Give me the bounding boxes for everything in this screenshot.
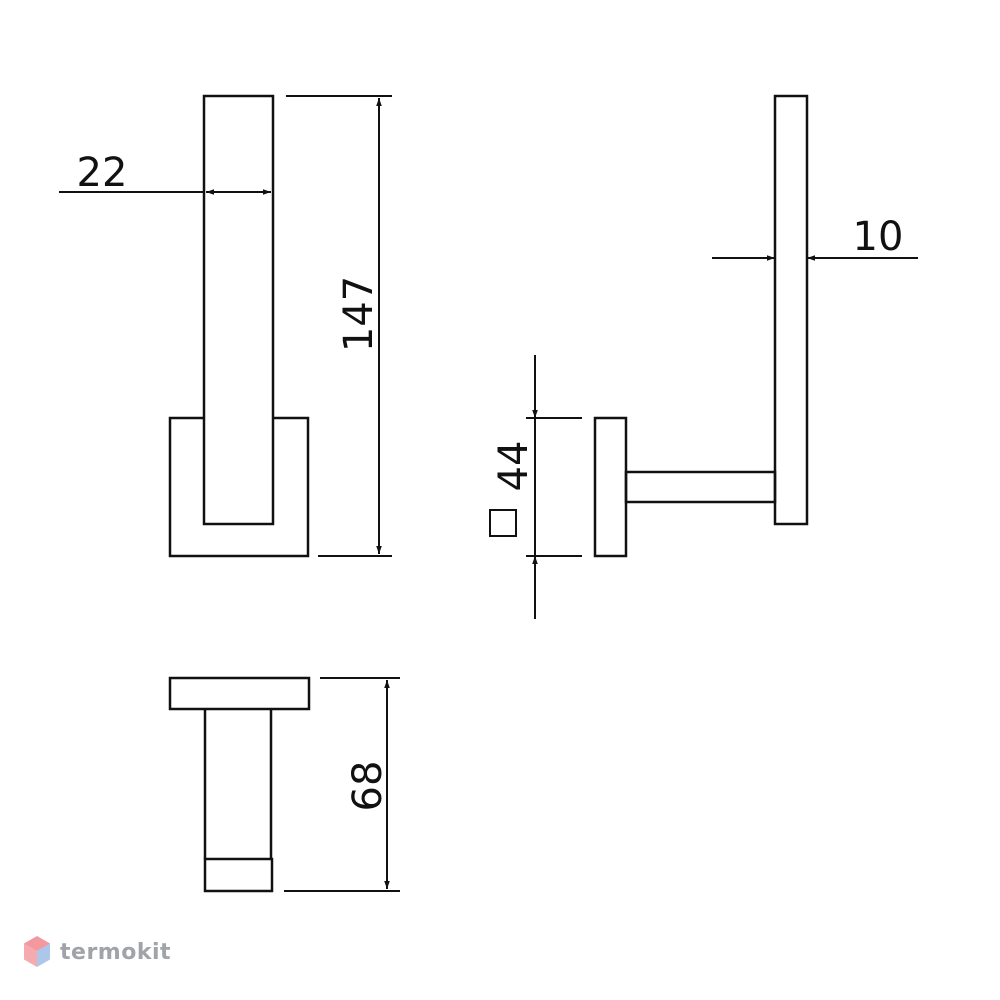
front-vertical-bar [202, 94, 275, 526]
watermark: termokit [22, 934, 171, 970]
top-base-plate [168, 676, 311, 711]
watermark-text: termokit [60, 939, 172, 965]
dimension-base-square [526, 355, 582, 619]
side-wall-plate [593, 416, 628, 558]
dimension-label-height-total: 147 [336, 276, 382, 352]
dimension-height-total [286, 95, 392, 557]
side-arm [624, 470, 777, 504]
dimension-label-width-front: 22 [77, 150, 128, 196]
top-bar-end [203, 857, 274, 893]
dimension-depth [284, 677, 400, 892]
dimension-label-depth: 68 [345, 761, 391, 812]
side-view [593, 94, 809, 558]
top-stem [203, 709, 273, 859]
side-vertical-bar [773, 94, 809, 526]
termokit-logo-icon [24, 936, 50, 967]
dimension-label-base-square: 44 [491, 441, 537, 492]
top-view [168, 676, 311, 893]
square-symbol-icon [489, 509, 517, 537]
front-view [168, 94, 310, 558]
dimension-label-bar-thickness: 10 [853, 214, 904, 260]
front-base-plate [168, 416, 310, 558]
